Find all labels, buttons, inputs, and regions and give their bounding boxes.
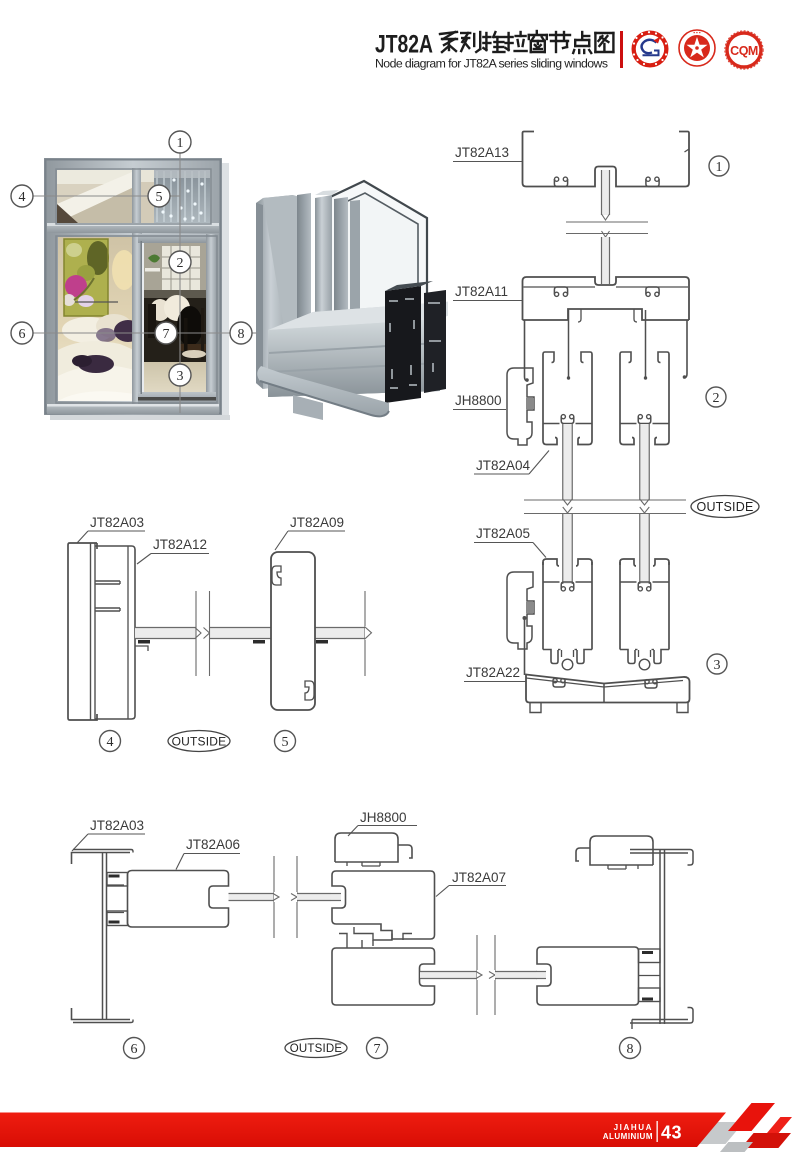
svg-text:2: 2 [713, 391, 720, 406]
svg-text:OUTSIDE: OUTSIDE [172, 734, 227, 748]
svg-text:7: 7 [374, 1042, 381, 1057]
svg-text:5: 5 [282, 735, 289, 750]
svg-text:3: 3 [177, 369, 184, 384]
svg-text:JT82A13: JT82A13 [455, 145, 509, 160]
svg-text:43: 43 [661, 1123, 682, 1143]
svg-text:4: 4 [107, 735, 114, 750]
svg-text:OUTSIDE: OUTSIDE [697, 500, 754, 514]
svg-text:6: 6 [131, 1042, 138, 1057]
svg-text:JIAHUA: JIAHUA [614, 1123, 653, 1132]
svg-text:2: 2 [177, 256, 184, 271]
svg-text:JT82A09: JT82A09 [290, 515, 344, 530]
svg-text:JT82A07: JT82A07 [452, 870, 506, 885]
svg-text:JT82A22: JT82A22 [466, 665, 520, 680]
svg-text:3: 3 [714, 658, 721, 673]
svg-text:ALUMINIUM: ALUMINIUM [603, 1132, 653, 1141]
svg-text:6: 6 [19, 327, 26, 342]
svg-text:JT82A06: JT82A06 [186, 837, 240, 852]
svg-text:JT82A05: JT82A05 [476, 526, 530, 541]
svg-text:● ● ●: ● ● ● [693, 31, 701, 35]
svg-text:JT82A03: JT82A03 [90, 515, 144, 530]
svg-text:8: 8 [238, 327, 245, 342]
svg-text:JT82A: JT82A [375, 31, 433, 59]
svg-text:5: 5 [156, 190, 163, 205]
svg-text:JH8800: JH8800 [360, 810, 407, 825]
svg-text:JT82A04: JT82A04 [476, 458, 531, 473]
svg-text:JT82A03: JT82A03 [90, 818, 144, 833]
svg-text:JT82A11: JT82A11 [455, 284, 508, 299]
svg-text:4: 4 [19, 190, 26, 205]
svg-text:JT82A12: JT82A12 [153, 537, 207, 552]
svg-text:Node diagram for JT82A series: Node diagram for JT82A series sliding wi… [375, 57, 608, 71]
svg-text:1: 1 [177, 136, 184, 151]
svg-text:OUTSIDE: OUTSIDE [290, 1043, 343, 1055]
svg-text:JH8800: JH8800 [455, 393, 502, 408]
svg-text:8: 8 [627, 1042, 634, 1057]
svg-text:7: 7 [163, 327, 170, 342]
svg-text:CQM: CQM [730, 44, 758, 58]
svg-text:1: 1 [716, 160, 723, 175]
